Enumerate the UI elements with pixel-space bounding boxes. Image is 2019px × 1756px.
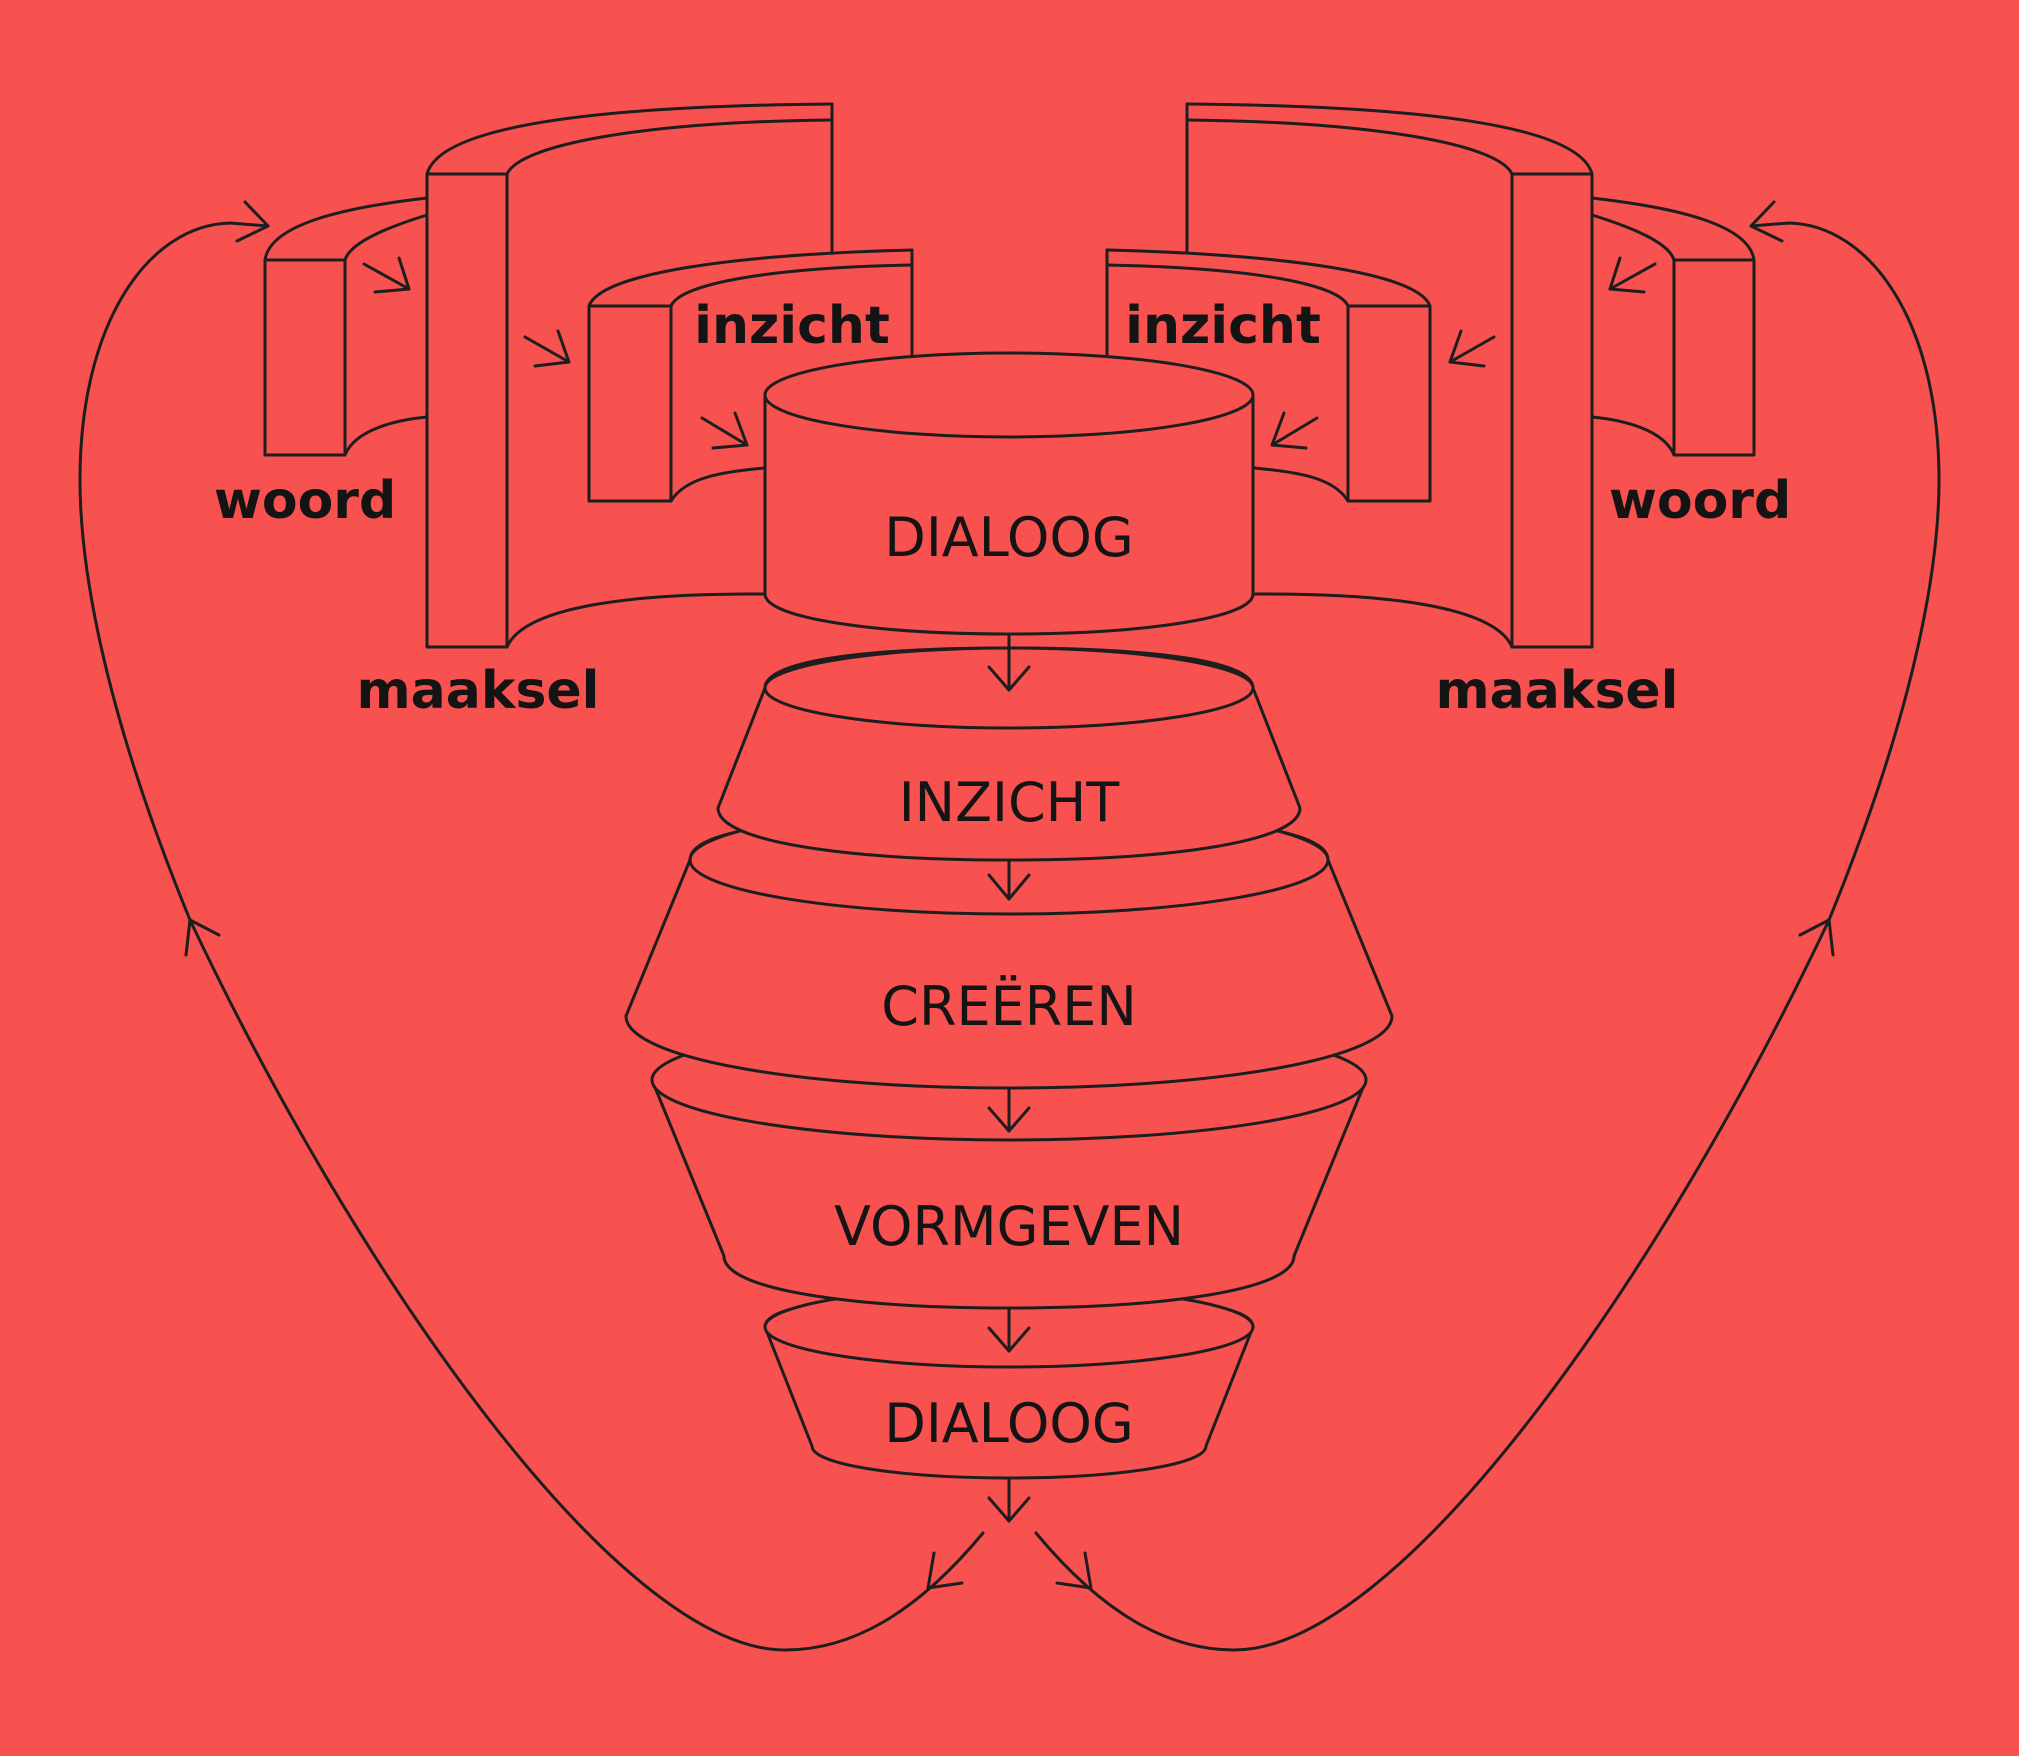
flow-arrow-5 bbox=[987, 1478, 1031, 1523]
left-arrow-1 bbox=[362, 262, 411, 291]
right-return-loop bbox=[1034, 221, 1941, 1652]
left-woord-block bbox=[263, 196, 429, 457]
left-loop-arrowhead-top bbox=[235, 200, 270, 243]
right-arrow-3 bbox=[1270, 416, 1319, 447]
right-inzicht-block bbox=[1105, 248, 1432, 503]
stage-dialoog-top bbox=[763, 351, 1255, 636]
left-arrow-2 bbox=[523, 335, 571, 364]
left-inzicht-label: inzicht bbox=[694, 296, 890, 356]
right-inzicht-label: inzicht bbox=[1125, 296, 1321, 356]
left-arrow-1-head bbox=[373, 256, 411, 294]
right-woord-block bbox=[1590, 196, 1756, 457]
flow-arrow-2 bbox=[987, 860, 1031, 901]
left-loop-arrowhead-mid bbox=[184, 918, 221, 957]
left-woord-label: woord bbox=[214, 471, 396, 531]
left-arrow-3 bbox=[700, 416, 749, 447]
left-maaksel-panel bbox=[425, 102, 834, 649]
flow-arrow-1 bbox=[987, 634, 1031, 692]
flow-arrow-4 bbox=[987, 1308, 1031, 1353]
right-loop-arrowhead-top bbox=[1749, 200, 1784, 243]
right-arrow-2-head bbox=[1448, 329, 1486, 368]
right-loop-arrowhead-bottom bbox=[1055, 1551, 1093, 1590]
stage-label-dialoog-top: DIALOOG bbox=[884, 506, 1133, 569]
left-inzicht-block bbox=[587, 248, 914, 503]
left-arrow-2-head bbox=[533, 329, 571, 368]
right-arrow-1 bbox=[1608, 262, 1657, 291]
left-maaksel-label: maaksel bbox=[357, 661, 600, 721]
right-arrow-3-head bbox=[1270, 411, 1308, 450]
stage-label-vormgeven: VORMGEVEN bbox=[834, 1195, 1184, 1258]
left-loop-arrowhead-bottom bbox=[926, 1551, 964, 1590]
stage-label-creeren: CREËREN bbox=[881, 975, 1137, 1038]
stage-label-dialoog-bottom: DIALOOG bbox=[884, 1392, 1133, 1455]
stage-label-inzicht: INZICHT bbox=[899, 771, 1121, 834]
right-maaksel-panel bbox=[1185, 102, 1594, 649]
right-arrow-2 bbox=[1448, 335, 1496, 364]
left-arrow-3-head bbox=[711, 411, 749, 450]
flow-arrow-3 bbox=[987, 1088, 1031, 1133]
right-maaksel-label: maaksel bbox=[1436, 661, 1679, 721]
right-loop-arrowhead-mid bbox=[1798, 918, 1835, 957]
left-return-loop bbox=[78, 221, 985, 1652]
right-woord-label: woord bbox=[1609, 471, 1791, 531]
right-arrow-1-head bbox=[1608, 256, 1646, 294]
